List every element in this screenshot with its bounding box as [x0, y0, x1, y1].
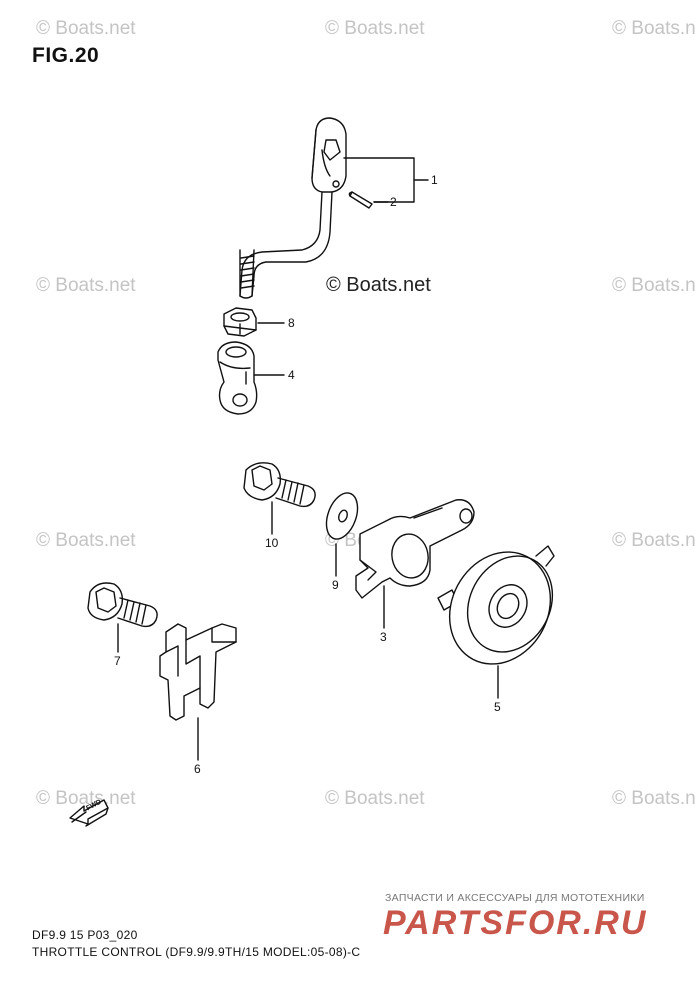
diagram-title: THROTTLE CONTROL (DF9.9/9.9TH/15 MODEL:0…: [32, 945, 361, 959]
watermark: © Boats.net: [612, 530, 696, 551]
callout-6: 6: [194, 762, 201, 776]
fwd-arrow-icon: [69, 799, 109, 827]
watermark: © Boats.net: [325, 788, 425, 809]
nut-part-8: [223, 307, 257, 337]
watermark: © Boats.net: [612, 275, 696, 296]
throttle-arm-part-3: [355, 499, 475, 599]
callout-7: 7: [114, 654, 121, 668]
watermark: © Boats.net: [325, 18, 425, 39]
pin-part-2: [348, 191, 373, 209]
watermark: © Boats.net: [612, 18, 696, 39]
callout-10: 10: [265, 536, 279, 550]
figure-title: FIG.20: [32, 44, 100, 67]
promo-logo: PARTSFOR.RU: [383, 904, 648, 942]
watermark: © Boats.net: [36, 275, 136, 296]
callout-3: 3: [380, 630, 387, 644]
callout-2: 2: [390, 195, 397, 209]
callout-4: 4: [288, 368, 295, 382]
washer-part-9: [325, 492, 359, 540]
throttle-cam-part-5: [437, 545, 555, 665]
callout-8: 8: [288, 316, 295, 330]
joint-part-4: [217, 341, 258, 415]
watermark: © Boats.net: [36, 18, 136, 39]
throttle-rod-part-1: [239, 117, 347, 299]
callout-1: 1: [431, 173, 438, 187]
diagram-code: DF9.9 15 P03_020: [32, 928, 138, 942]
watermark: © Boats.net: [36, 530, 136, 551]
watermark: © Boats.net: [36, 788, 136, 809]
watermark: © Boats.net: [612, 788, 696, 809]
callout-5: 5: [494, 700, 501, 714]
center-watermark: © Boats.net: [326, 274, 431, 296]
promo-tagline: ЗАПЧАСТИ И АКСЕССУАРЫ ДЛЯ МОТОТЕХНИКИ: [385, 892, 645, 904]
leader-line-1: [343, 157, 429, 181]
callout-9: 9: [332, 578, 339, 592]
bracket-part-6: [159, 623, 237, 721]
bolt-part-7: [87, 582, 158, 628]
bolt-part-10: [243, 462, 316, 508]
